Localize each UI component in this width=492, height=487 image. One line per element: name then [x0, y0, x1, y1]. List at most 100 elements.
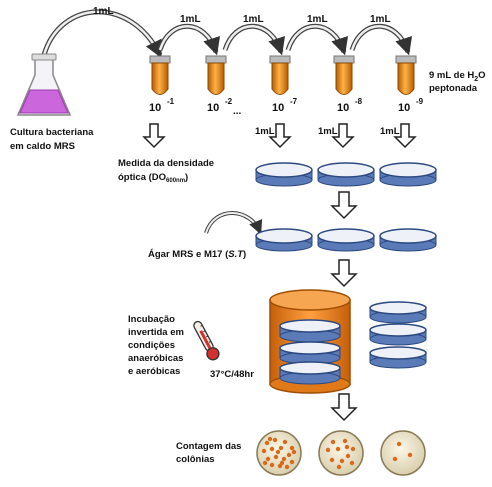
colony-dot	[350, 446, 356, 452]
colony-plate-icon	[380, 430, 426, 476]
colony-dot	[282, 439, 288, 445]
colony-dot	[278, 445, 284, 451]
temperature-label: 37°C/48hr	[210, 369, 254, 380]
petri-dish-icon	[255, 228, 313, 252]
colony-dot	[325, 447, 331, 453]
erlenmeyer-flask-icon	[16, 53, 72, 116]
transfer-label-3: 1mL	[307, 14, 328, 25]
colony-dot	[284, 464, 290, 470]
transfer-arrow-flask	[41, 9, 163, 57]
test-tube-icon	[205, 55, 227, 95]
colony-dot	[329, 457, 335, 463]
dilution-exp-4: -8	[355, 97, 363, 106]
transfer-arrow-1	[157, 23, 219, 53]
transfer-arrow-flask-inner	[42, 10, 162, 59]
petri-dish-stack-icon	[369, 301, 427, 369]
transfer-label-2: 1mL	[243, 14, 264, 25]
tube-note-line1: 9 mL de H2O	[429, 70, 486, 83]
colony-dot	[396, 441, 402, 447]
dilution-exp-2: -2	[225, 97, 233, 106]
test-tube-icon	[395, 55, 417, 95]
transfer-label-1: 1mL	[180, 14, 201, 25]
colony-dot	[291, 449, 297, 455]
count-label-line2: colônias	[176, 454, 215, 465]
dilution-base-1: 10	[149, 102, 161, 114]
flask-label-line2: em caldo MRS	[10, 141, 75, 152]
colony-dot	[267, 436, 273, 442]
colony-dot	[286, 452, 292, 458]
flask-label-line1: Cultura bacteriana	[10, 127, 94, 138]
colony-dot	[264, 440, 270, 446]
count-label-line1: Contagem das	[176, 441, 241, 452]
down-arrow-icon	[330, 259, 358, 288]
incubation-line3: condições	[128, 340, 175, 351]
dilution-exp-5: -9	[416, 97, 424, 106]
od-label-line1: Medida da densidade	[118, 158, 214, 169]
colony-dot	[261, 448, 267, 454]
colony-dot	[339, 458, 345, 464]
colony-dot	[345, 453, 351, 459]
down-arrow-icon	[330, 191, 358, 220]
petri-dish-icon	[379, 162, 437, 187]
colony-dot	[269, 462, 275, 468]
petri-dish-icon	[255, 162, 313, 187]
dilution-exp-3: -7	[290, 97, 298, 106]
tube-note-line2: peptonada	[429, 83, 478, 94]
agar-label: Ágar MRS e M17 (S.T)	[148, 249, 246, 260]
incubation-line2: invertida em	[128, 327, 184, 338]
petri-dish-icon	[379, 228, 437, 252]
dilution-exp-1: -1	[167, 97, 175, 106]
ellipsis: ...	[233, 106, 242, 117]
colony-dot	[392, 456, 398, 462]
colony-plate-icon	[318, 430, 364, 476]
colony-dot	[344, 444, 350, 450]
dilution-base-3: 10	[272, 102, 284, 114]
incubation-line5: e aeróbicas	[128, 366, 180, 377]
test-tube-icon	[269, 55, 291, 95]
colony-dot	[272, 437, 278, 443]
transfer-arrow-3	[285, 23, 347, 53]
colony-dot	[281, 456, 287, 462]
colony-dot	[269, 446, 275, 452]
incubation-line4: anaeróbicas	[128, 353, 183, 364]
transfer-label-0: 1mL	[93, 6, 114, 17]
incubation-line1: Incubação	[128, 314, 175, 325]
colony-dot	[342, 438, 348, 444]
colony-dot	[289, 459, 295, 465]
down-arrow-icon	[142, 123, 166, 149]
colony-plate-icon	[256, 430, 302, 476]
petri-dish-icon	[317, 228, 375, 252]
down-arrow-icon	[330, 393, 358, 422]
colony-dot	[289, 445, 295, 451]
test-tube-icon	[333, 55, 355, 95]
dilution-base-4: 10	[337, 102, 349, 114]
colony-dot	[349, 460, 355, 466]
test-tube-icon	[149, 55, 171, 95]
down-arrow-icon	[268, 123, 292, 149]
down-arrow-icon	[393, 123, 417, 149]
dilution-base-5: 10	[398, 102, 410, 114]
colony-dot	[335, 446, 341, 452]
anaerobic-jar-icon	[269, 289, 351, 394]
petri-dish-icon	[317, 162, 375, 187]
colony-dot	[262, 460, 268, 466]
colony-dot	[273, 454, 279, 460]
dilution-base-2: 10	[207, 102, 219, 114]
colony-dot	[336, 464, 342, 470]
plating-label-3: 1mL	[380, 126, 400, 137]
plating-label-1: 1mL	[255, 126, 275, 137]
od-label-line2: óptica (DO600nm)	[118, 172, 188, 184]
transfer-label-4: 1mL	[370, 14, 391, 25]
transfer-arrow-4	[349, 23, 411, 53]
agar-arrow	[204, 211, 262, 234]
colony-dot	[275, 449, 281, 455]
colony-dot	[265, 456, 271, 462]
plating-label-2: 1mL	[318, 126, 338, 137]
colony-dot	[407, 452, 413, 458]
transfer-arrow-2	[222, 23, 284, 53]
down-arrow-icon	[331, 123, 355, 149]
thermometer-icon	[193, 320, 220, 361]
colony-dot	[330, 439, 336, 445]
